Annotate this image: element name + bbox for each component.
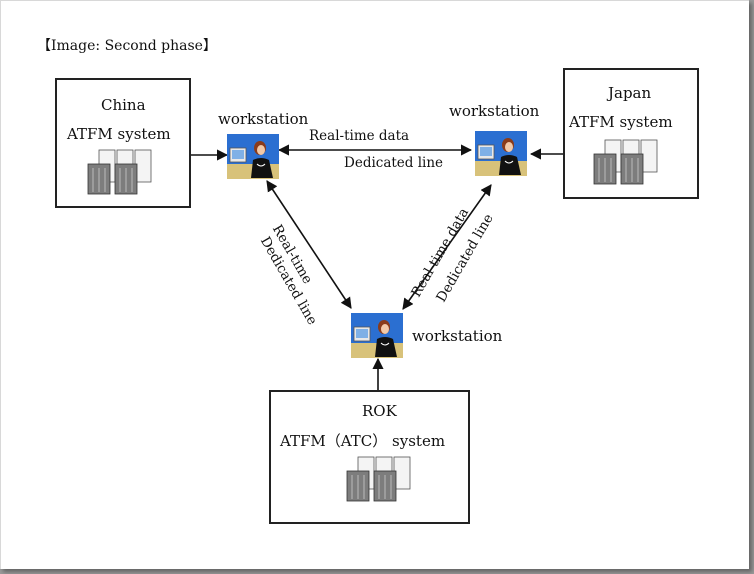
china-label: China <box>101 96 146 114</box>
japan-system-label: ATFM system <box>569 113 673 131</box>
top-link-dedicated-label: Dedicated line <box>344 155 444 171</box>
workstation-left-icon <box>227 134 279 179</box>
workstation-right-icon <box>475 131 527 176</box>
china-server-icon <box>87 149 152 195</box>
workstation-bottom-label: workstation <box>412 327 503 345</box>
workstation-bottom-icon <box>351 313 403 358</box>
japan-server-icon <box>593 139 658 185</box>
rok-system-label: ATFM（ATC） system <box>280 432 446 450</box>
rok-label: ROK <box>362 402 397 420</box>
left-link-arrow <box>266 180 352 309</box>
workstation-left-label: workstation <box>218 110 309 128</box>
diagram-title: 【Image: Second phase】 <box>37 38 217 54</box>
rok-server-icon <box>346 456 411 502</box>
rok-box: ROK ATFM（ATC） system <box>269 390 470 524</box>
right-link-arrow <box>402 184 492 310</box>
china-box: China ATFM system <box>55 78 191 208</box>
top-link-realtime-label: Real-time data <box>309 128 410 144</box>
workstation-right-label: workstation <box>449 102 540 120</box>
japan-label: Japan <box>608 84 652 102</box>
china-system-label: ATFM system <box>67 125 171 143</box>
